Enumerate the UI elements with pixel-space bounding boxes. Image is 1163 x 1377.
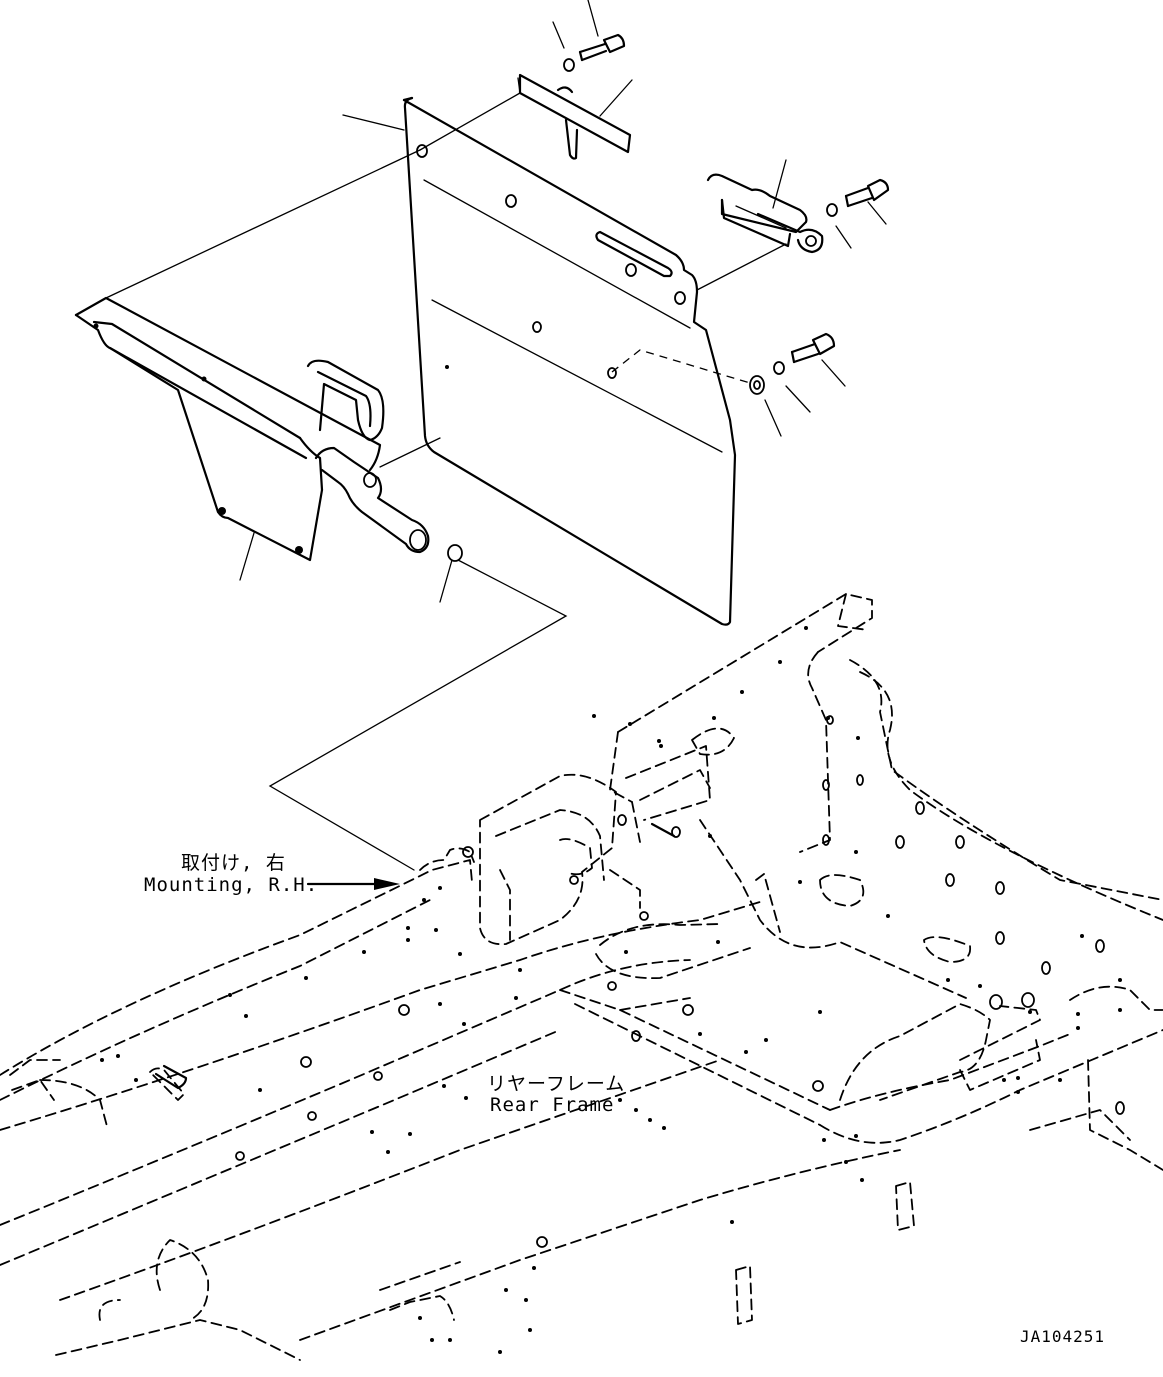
mounting-arrow	[306, 878, 400, 890]
frame-holes	[100, 626, 1125, 1354]
rear-frame-label-jp: リヤーフレーム	[487, 1073, 626, 1095]
mud-flap-plate	[402, 96, 737, 626]
latch-assembly	[706, 173, 824, 254]
rear-frame-label-en: Rear Frame	[490, 1094, 615, 1116]
rear-frame	[0, 593, 1163, 1361]
lower-bolt-set	[749, 332, 836, 395]
top-bolt	[563, 33, 626, 72]
mounting-label-jp: 取付け, 右	[181, 852, 286, 874]
frame-pin	[154, 822, 676, 1090]
cap-part	[447, 544, 463, 562]
latch-bolt	[826, 178, 890, 217]
top-bracket	[517, 73, 632, 160]
handle-arm-assembly	[74, 296, 430, 562]
mounting-label-en: Mounting, R.H.	[144, 874, 319, 896]
drawing-id: JA104251	[1020, 1327, 1106, 1346]
